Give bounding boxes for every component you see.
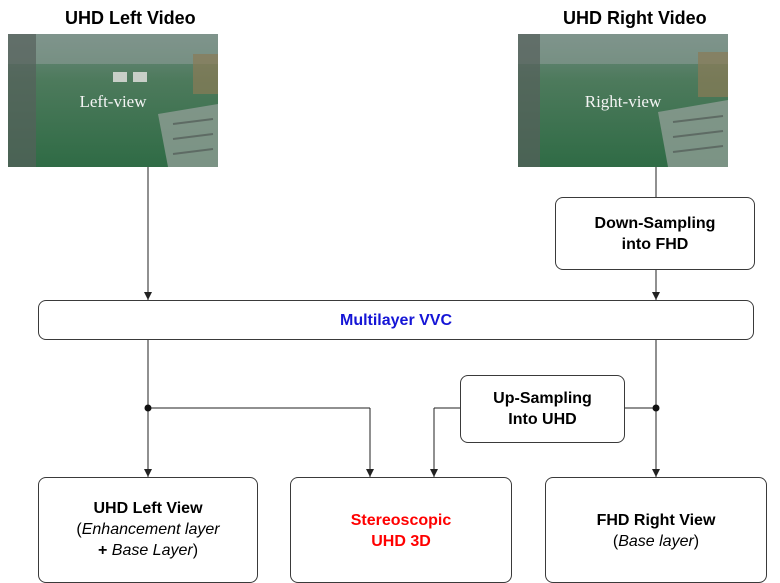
junction-dot-right [652,404,660,412]
left-video-image [8,34,218,167]
right-video-image [518,34,728,167]
left-video-thumbnail: Left-view [8,34,218,167]
base-layer-right-text: Base layer [618,533,694,550]
paren-open: ( [76,521,82,538]
fhd-right-view-layer: (Base layer) [613,531,699,552]
enhancement-layer-text: Enhancement layer [81,521,220,538]
plus-sign: + [97,542,112,559]
down-sampling-line1: Down-Sampling [594,214,716,232]
right-video-title: UHD Right Video [563,8,707,28]
down-sampling-box: Down-Sampling into FHD [555,197,755,270]
base-layer-text: Base Layer [111,542,193,559]
right-video-thumbnail: Right-view [518,34,728,167]
multilayer-vvc-label: Multilayer VVC [339,311,453,329]
up-sampling-box: Up-Sampling Into UHD [460,375,625,443]
paren-open-right: ( [612,533,619,550]
stereoscopic-line2: UHD 3D [371,533,431,550]
uhd-left-view-layer-line2: + Base Layer) [98,540,198,561]
fhd-right-view-title: FHD Right View [596,512,716,529]
right-view-overlay-label: Right-view [584,92,662,111]
paren-close: ) [192,542,199,559]
stereoscopic-line1: Stereoscopic [350,512,452,529]
left-view-overlay-label: Left-view [79,92,147,111]
left-video-title: UHD Left Video [65,8,196,28]
stereoscopic-box: Stereoscopic UHD 3D [290,477,512,583]
uhd-left-view-layer-line1: (Enhancement layer [76,519,219,540]
uhd-left-view-box: UHD Left View (Enhancement layer + Base … [38,477,258,583]
paren-close-right: ) [693,533,700,550]
junction-dot-left [144,404,152,412]
down-sampling-line2: into FHD [621,235,689,253]
uhd-left-view-title: UHD Left View [93,500,203,517]
multilayer-vvc-box: Multilayer VVC [38,300,754,340]
up-sampling-line1: Up-Sampling [493,390,592,407]
fhd-right-view-box: FHD Right View (Base layer) [545,477,767,583]
up-sampling-line2: Into UHD [508,411,577,428]
